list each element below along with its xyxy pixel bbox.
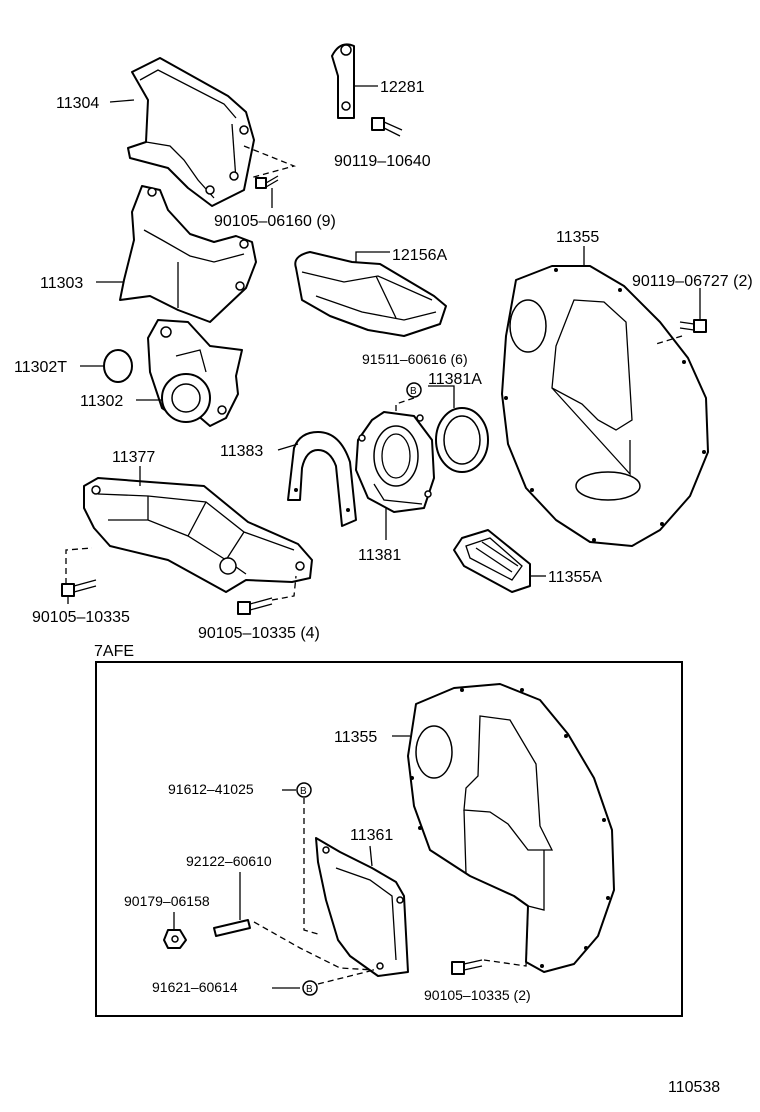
timing-cover-middle-part[interactable] — [119, 185, 257, 323]
label-11304: 11304 — [56, 95, 99, 112]
oil-seal-11381A-part[interactable] — [435, 407, 489, 473]
label-11302: 11302 — [80, 393, 123, 410]
end-plate-inset-part[interactable] — [407, 683, 615, 973]
label-90105-10335-right: 90105–10335 (4) — [198, 625, 320, 642]
marker-b-inset-bottom: B — [302, 980, 318, 996]
label-11355A: 11355A — [548, 569, 602, 586]
label-11377: 11377 — [112, 449, 155, 466]
bolt-90105-10335-right-part[interactable] — [237, 597, 273, 615]
label-91612-41025: 91612–41025 — [168, 781, 254, 797]
label-90119-06727: 90119–06727 (2) — [632, 273, 753, 290]
cover-plate-11361-part[interactable] — [315, 837, 409, 977]
label-90105-06160: 90105–06160 (9) — [214, 213, 336, 230]
label-11303: 11303 — [40, 275, 83, 292]
label-92122-60610: 92122–60610 — [186, 853, 272, 869]
svg-text:B: B — [306, 984, 313, 995]
label-11355: 11355 — [556, 229, 599, 246]
gasket-11383-part[interactable] — [287, 431, 357, 527]
marker-b-upper: B — [406, 382, 422, 398]
label-91621-60614: 91621–60614 — [152, 979, 238, 995]
label-12281: 12281 — [380, 79, 425, 96]
plug-11302T-part[interactable] — [103, 349, 133, 383]
svg-text:B: B — [300, 786, 307, 797]
bolt-90105-10335-inset-part[interactable] — [451, 959, 483, 975]
label-12156A: 12156A — [392, 247, 447, 264]
timing-cover-upper-part[interactable] — [127, 57, 255, 207]
stiffener-plate-part[interactable] — [83, 477, 313, 593]
oil-seal-retainer-part[interactable] — [355, 411, 435, 513]
bolt-90105-06160-part[interactable] — [255, 175, 279, 189]
end-plate-part[interactable] — [501, 265, 709, 547]
label-90179-06158: 90179–06158 — [124, 893, 210, 909]
label-90105-10335-inset: 90105–10335 (2) — [424, 987, 531, 1003]
engine-hanger-part[interactable] — [331, 43, 355, 119]
label-90119-10640: 90119–10640 — [334, 153, 431, 170]
label-11383: 11383 — [220, 443, 263, 460]
nut-90179-06158-part[interactable] — [163, 929, 187, 949]
label-90105-10335-left: 90105–10335 — [32, 609, 130, 626]
label-11381: 11381 — [358, 547, 401, 564]
label-91511-60616: 91511–60616 (6) — [362, 351, 468, 367]
inset-frame — [95, 661, 683, 1017]
label-11361: 11361 — [350, 827, 393, 844]
oil-pan-baffle-part[interactable] — [294, 251, 447, 337]
bolt-90119-06727-part[interactable] — [679, 319, 707, 333]
marker-b-inset-top: B — [296, 782, 312, 798]
label-11381A: 11381A — [428, 371, 482, 388]
label-11355-inset: 11355 — [334, 729, 377, 746]
diagram-id: 110538 — [668, 1079, 720, 1096]
stud-92122-60610-part[interactable] — [213, 919, 251, 937]
timing-cover-lower-part[interactable] — [147, 319, 243, 427]
inset-title: 7AFE — [94, 643, 134, 660]
plug-cover-11355A-part[interactable] — [453, 529, 531, 593]
svg-text:B: B — [410, 386, 417, 397]
bolt-90119-10640-part[interactable] — [371, 117, 403, 137]
label-11302T: 11302T — [14, 359, 67, 376]
bolt-90105-10335-left-part[interactable] — [61, 579, 97, 597]
